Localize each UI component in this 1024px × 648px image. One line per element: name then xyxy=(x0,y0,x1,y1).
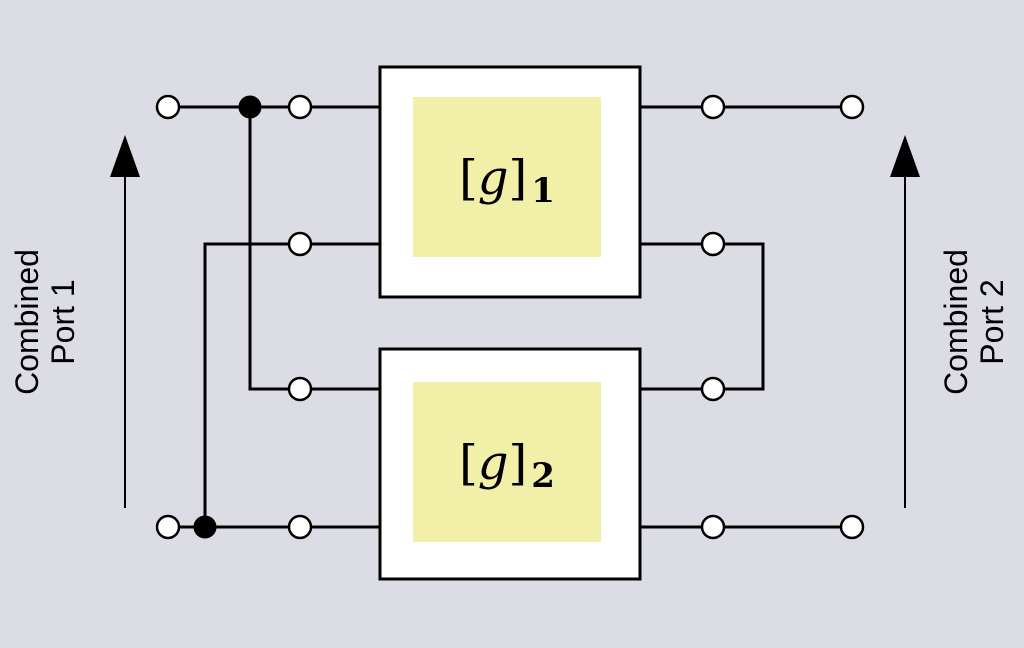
two-port-block-1: [g]1 xyxy=(378,65,642,299)
combined-port-1-terminal-bottom xyxy=(155,514,181,540)
block-1-input-terminal-1 xyxy=(287,94,313,120)
block-1-output-terminal-1 xyxy=(700,94,726,120)
port-2-arrow xyxy=(890,135,920,508)
block-1-input-terminal-2 xyxy=(287,231,313,257)
combined-port-2-label-line2: Port 2 xyxy=(974,279,1010,364)
block-2-output-terminal-2 xyxy=(700,514,726,540)
combined-port-1-label-line1: Combined xyxy=(9,249,45,395)
block-2-output-terminal-1 xyxy=(700,376,726,402)
junction-dot-bottom xyxy=(193,515,217,539)
port-1-arrow xyxy=(110,135,140,508)
block-2-input-terminal-1 xyxy=(287,376,313,402)
combined-port-2-label-line1: Combined xyxy=(938,249,974,395)
terminals xyxy=(155,94,865,540)
block-1-parameter-label: [g]1 xyxy=(459,150,555,211)
combined-port-2-terminal-top xyxy=(839,94,865,120)
junction-dot-top xyxy=(238,95,262,119)
combined-port-1-terminal-top xyxy=(155,94,181,120)
block-2-input-terminal-2 xyxy=(287,514,313,540)
block-1-parameter-area xyxy=(413,97,601,257)
block-2-parameter-label: [g]2 xyxy=(459,435,555,496)
two-port-block-2: [g]2 xyxy=(378,347,642,581)
wire-left-top-to-block2-input1 xyxy=(248,107,380,391)
combined-port-2-label: Combined Port 2 xyxy=(938,249,1010,395)
port-1-arrowhead xyxy=(110,135,140,177)
block-2-parameter-area xyxy=(413,382,601,542)
combined-port-1-label: Combined Port 1 xyxy=(9,249,81,395)
port-2-arrowhead xyxy=(890,135,920,177)
combined-port-2-terminal-bottom xyxy=(839,514,865,540)
combined-port-1-label-line2: Port 1 xyxy=(45,279,81,364)
wire-block1-input2-to-bottom-junction xyxy=(203,242,380,527)
block-1-output-terminal-2 xyxy=(700,231,726,257)
